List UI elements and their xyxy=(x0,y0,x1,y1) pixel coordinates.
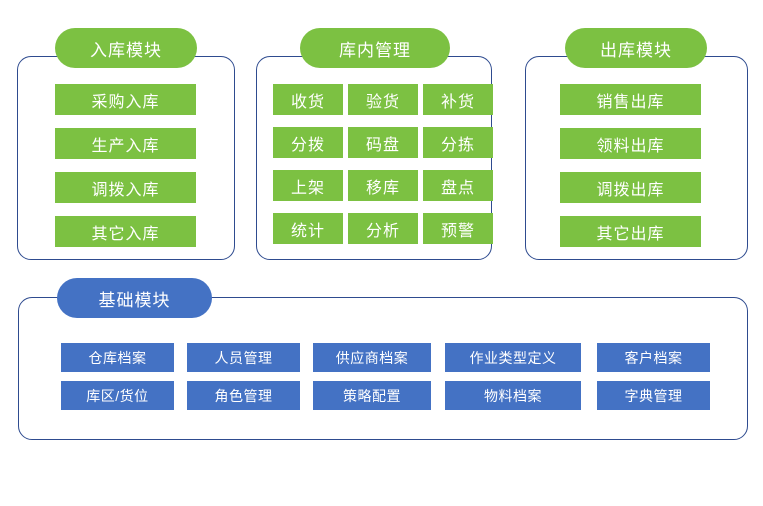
module-item-inbound-other[interactable]: 其它入库 xyxy=(55,216,196,247)
module-item-basic-zone-location[interactable]: 库区/货位 xyxy=(61,381,174,410)
module-item-internal-statistics[interactable]: 统计 xyxy=(273,213,343,244)
module-item-basic-personnel[interactable]: 人员管理 xyxy=(187,343,300,372)
module-item-outbound-sales[interactable]: 销售出库 xyxy=(560,84,701,115)
module-item-inbound-production[interactable]: 生产入库 xyxy=(55,128,196,159)
panel-header-outbound[interactable]: 出库模块 xyxy=(565,28,707,68)
module-item-internal-receiving[interactable]: 收货 xyxy=(273,84,343,115)
module-item-internal-relocation[interactable]: 移库 xyxy=(348,170,418,201)
module-item-internal-inspection[interactable]: 验货 xyxy=(348,84,418,115)
module-item-internal-sorting[interactable]: 分拣 xyxy=(423,127,493,158)
module-item-internal-alerts[interactable]: 预警 xyxy=(423,213,493,244)
module-item-internal-allocation[interactable]: 分拨 xyxy=(273,127,343,158)
module-item-basic-supplier-archive[interactable]: 供应商档案 xyxy=(313,343,431,372)
panel-header-inbound[interactable]: 入库模块 xyxy=(55,28,197,68)
module-item-internal-stocktaking[interactable]: 盘点 xyxy=(423,170,493,201)
module-item-basic-warehouse-archive[interactable]: 仓库档案 xyxy=(61,343,174,372)
panel-header-basic[interactable]: 基础模块 xyxy=(57,278,212,318)
module-item-basic-task-type[interactable]: 作业类型定义 xyxy=(445,343,581,372)
module-item-internal-palletizing[interactable]: 码盘 xyxy=(348,127,418,158)
module-item-basic-material-archive[interactable]: 物料档案 xyxy=(445,381,581,410)
module-item-basic-dictionary[interactable]: 字典管理 xyxy=(597,381,710,410)
module-item-outbound-other[interactable]: 其它出库 xyxy=(560,216,701,247)
module-item-basic-strategy-config[interactable]: 策略配置 xyxy=(313,381,431,410)
module-item-inbound-transfer[interactable]: 调拨入库 xyxy=(55,172,196,203)
panel-header-internal[interactable]: 库内管理 xyxy=(300,28,450,68)
module-item-inbound-purchase[interactable]: 采购入库 xyxy=(55,84,196,115)
panel-basic xyxy=(18,297,748,440)
module-item-internal-replenishment[interactable]: 补货 xyxy=(423,84,493,115)
module-item-internal-analysis[interactable]: 分析 xyxy=(348,213,418,244)
module-item-outbound-transfer[interactable]: 调拨出库 xyxy=(560,172,701,203)
module-item-internal-putaway[interactable]: 上架 xyxy=(273,170,343,201)
module-item-basic-customer-archive[interactable]: 客户档案 xyxy=(597,343,710,372)
module-item-basic-role[interactable]: 角色管理 xyxy=(187,381,300,410)
module-item-outbound-picking[interactable]: 领料出库 xyxy=(560,128,701,159)
